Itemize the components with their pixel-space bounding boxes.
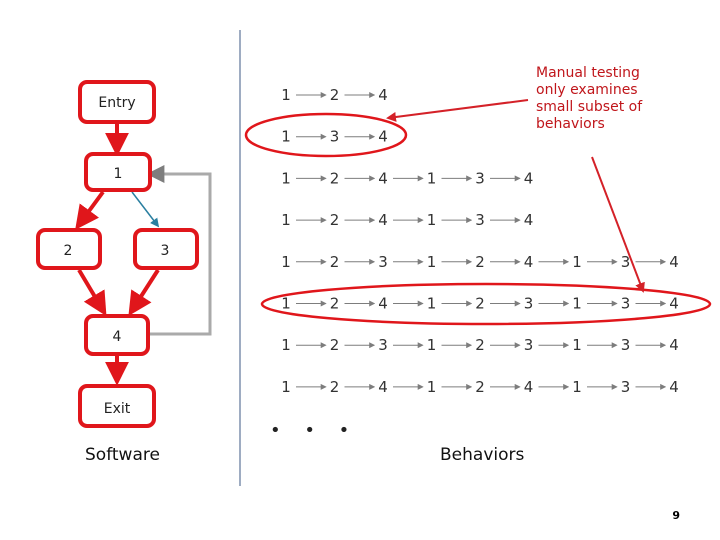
node-entry-label: Entry [98,95,135,111]
behavior-node: 1 [281,169,291,187]
control-flow-nodes: Entry 1 2 3 4 Exit [36,80,199,428]
behavior-node: 1 [572,378,582,396]
behavior-node: 3 [621,253,631,271]
behavior-node: 2 [330,378,340,396]
behavior-node: 4 [669,336,679,354]
behavior-node: 1 [427,378,437,396]
edge-loop-4-to-1 [144,165,212,336]
behavior-row: 1 2 4 1 2 4 1 3 4 [281,378,679,396]
node-2-label: 2 [64,243,73,259]
behavior-node: 2 [330,86,340,104]
node-1-label: 1 [114,166,123,182]
behavior-node: 1 [281,336,291,354]
behavior-node: 1 [427,169,437,187]
behavior-node: 4 [524,378,534,396]
behavior-node: 1 [427,211,437,229]
software-caption: Software [85,445,160,465]
edge-1-to-2 [75,190,105,230]
behavior-row: 1 3 4 [281,128,388,146]
behavior-node: 3 [621,378,631,396]
highlight-ellipse-short [244,112,408,158]
behavior-node: 4 [524,169,534,187]
control-flow-edges [75,124,212,386]
behavior-node: 3 [378,253,388,271]
ellipsis: • • • [270,420,359,441]
behavior-node: 1 [572,336,582,354]
annotation-arrow-to-long [591,156,645,293]
node-entry: Entry [78,80,156,124]
behavior-node: 2 [475,295,485,313]
annotation-arrow-to-short [386,99,529,122]
behavior-node: 4 [378,211,388,229]
behavior-node: 2 [330,336,340,354]
behavior-node: 2 [330,253,340,271]
edge-2-to-4 [77,268,107,317]
node-4-label: 4 [113,329,122,345]
behavior-node: 4 [669,295,679,313]
behavior-node: 4 [524,211,534,229]
node-2: 2 [36,228,102,270]
behavior-node: 4 [669,253,679,271]
behavior-node: 4 [378,86,388,104]
behavior-node: 1 [281,211,291,229]
annotation-note: Manual testing only examines small subse… [536,65,643,132]
behavior-node: 2 [475,336,485,354]
highlight-ellipse-long [260,282,712,326]
behavior-row: 1 2 4 1 3 4 [281,211,533,229]
behavior-node: 1 [281,253,291,271]
behavior-node: 1 [572,253,582,271]
node-3: 3 [133,228,199,270]
behavior-node: 3 [378,336,388,354]
node-4: 4 [84,314,150,356]
behavior-node: 3 [330,128,340,146]
behavior-node: 3 [621,295,631,313]
node-exit-label: Exit [104,401,131,417]
behavior-row: 1 2 4 1 3 4 [281,169,533,187]
node-3-label: 3 [161,243,170,259]
page-number: 9 [672,509,680,522]
behavior-row: 1 2 3 1 2 4 1 3 4 [281,253,679,271]
behavior-node: 1 [427,336,437,354]
behavior-node: 1 [281,378,291,396]
behavior-node: 2 [330,211,340,229]
behavior-node: 4 [669,378,679,396]
behavior-node: 2 [475,378,485,396]
behavior-node: 2 [330,169,340,187]
behavior-row: 1 2 3 1 2 3 1 3 4 [281,336,679,354]
behavior-node: 3 [475,211,485,229]
behavior-row: 1 2 4 1 2 3 1 3 4 [281,295,679,313]
behavior-node: 3 [524,295,534,313]
behavior-node: 3 [621,336,631,354]
edge-3-to-4 [128,268,160,317]
node-exit: Exit [78,384,156,428]
behavior-node: 2 [330,295,340,313]
behavior-node: 1 [281,295,291,313]
behavior-node: 1 [572,295,582,313]
behavior-row: 1 2 4 [281,86,388,104]
behavior-node: 1 [427,253,437,271]
behavior-node: 3 [475,169,485,187]
behavior-node: 4 [378,169,388,187]
behavior-node: 4 [378,378,388,396]
behavior-node: 1 [281,86,291,104]
behavior-node: 3 [524,336,534,354]
edge-1-to-3 [131,191,160,228]
behavior-node: 1 [427,295,437,313]
node-1: 1 [84,152,152,192]
behavior-node: 4 [378,128,388,146]
behavior-node: 1 [281,128,291,146]
behavior-node: 2 [475,253,485,271]
behavior-node: 4 [524,253,534,271]
behavior-node: 4 [378,295,388,313]
behaviors-caption: Behaviors [440,445,525,465]
